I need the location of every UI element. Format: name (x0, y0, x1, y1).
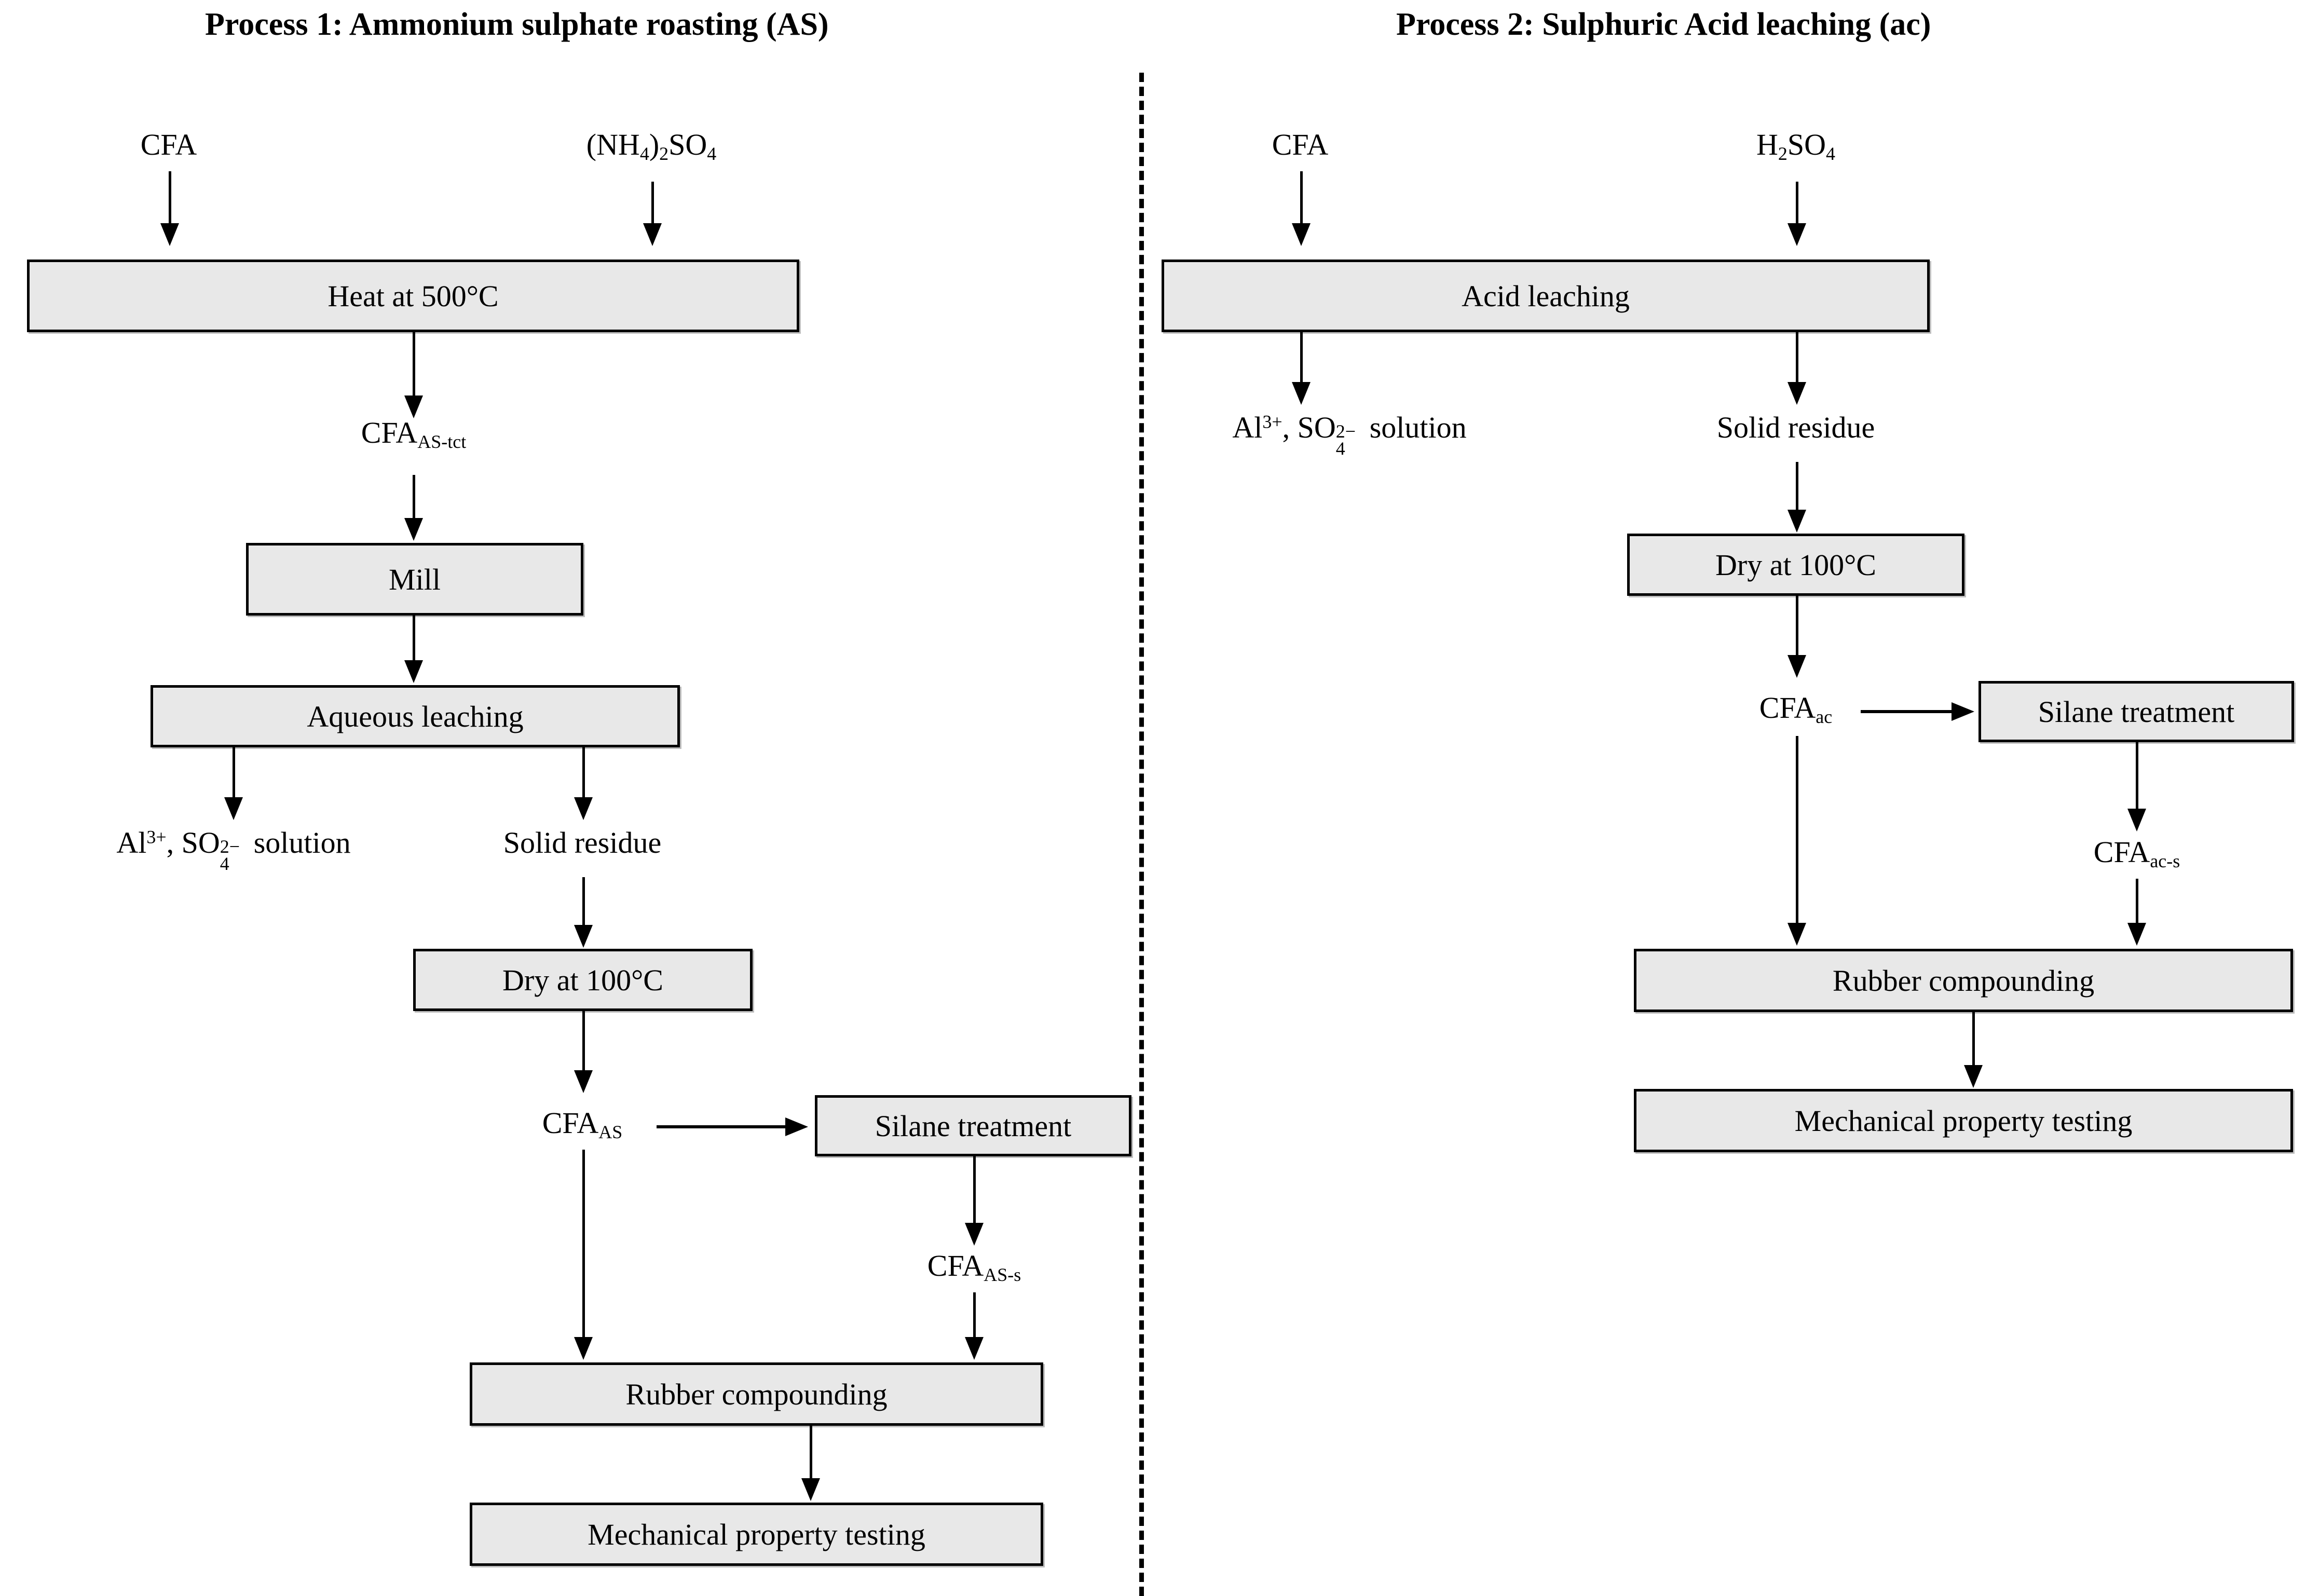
formula-cfa-ac-s: CFAac-s (2093, 835, 2180, 872)
p1-line-cfaas-to-rubber (582, 1150, 585, 1339)
p2-arrowhead-rubber-to-testing (1964, 1065, 1983, 1088)
p1-box-silane-treatment[interactable]: Silane treatment (815, 1095, 1131, 1156)
p2-line-h2so4-to-acid (1796, 182, 1798, 226)
p2-box-acid-leaching[interactable]: Acid leaching (1162, 260, 1930, 332)
p1-stream-cfa-as-tct: CFAAS-tct (361, 415, 466, 453)
p2-arrowhead-dry-to-cfaac (1788, 655, 1806, 678)
p2-box-rubber-compounding[interactable]: Rubber compounding (1634, 949, 2293, 1012)
p1-arrowhead-cfaastct-to-mill (404, 518, 423, 541)
p1-arrowhead-dry-to-cfaas (574, 1070, 593, 1093)
p2-box-dry[interactable]: Dry at 100°C (1627, 534, 1964, 596)
process-1-title: Process 1: Ammonium sulphate roasting (A… (205, 7, 829, 42)
formula-cfa-as: CFAAS (542, 1106, 623, 1143)
p2-arrowhead-cfa-to-acid (1292, 223, 1311, 246)
p2-stream-cfa-ac-s: CFAac-s (2094, 835, 2180, 872)
p1-box-mill[interactable]: Mill (246, 543, 583, 616)
p1-arrowhead-cfa-to-heat (160, 223, 179, 246)
p2-stream-solid-residue: Solid residue (1716, 411, 1875, 444)
p1-stream-cfa-as-s: CFAAS-s (927, 1248, 1021, 1286)
p2-arrowhead-residue-to-dry (1788, 510, 1806, 533)
formula-cfa-as-tct: CFAAS-tct (361, 416, 467, 453)
p1-arrowhead-aqueous-to-solution (224, 797, 243, 820)
p1-arrowhead-cfaass-to-rubber (965, 1337, 984, 1360)
p1-line-as-to-heat (651, 182, 654, 226)
p1-arrowhead-silane-to-cfaass (965, 1223, 984, 1246)
formula-cfa-ac: CFAac (1759, 691, 1833, 728)
p1-box-mechanical-testing[interactable]: Mechanical property testing (470, 1503, 1043, 1566)
p2-arrowhead-acid-to-solution (1292, 382, 1311, 405)
p1-line-mill-to-aqueous (413, 616, 415, 662)
p1-arrowhead-as-to-heat (643, 223, 662, 246)
p1-line-residue-to-dry (582, 877, 585, 926)
p1-box-aqueous-leaching[interactable]: Aqueous leaching (151, 685, 680, 747)
formula-h2so4: H2SO4 (1756, 128, 1836, 165)
p2-stream-cfa-ac: CFAac (1759, 690, 1832, 728)
p1-line-cfa-to-heat (169, 171, 171, 226)
formula-nh4-2so4: (NH4)2SO4 (586, 128, 717, 165)
p2-arrowhead-cfaac-to-silane (1952, 702, 1974, 721)
p1-box-dry[interactable]: Dry at 100°C (413, 949, 753, 1011)
p2-box-silane-treatment[interactable]: Silane treatment (1978, 681, 2294, 742)
p2-arrowhead-h2so4-to-acid (1788, 223, 1806, 246)
p1-line-silane-to-cfaass (973, 1156, 976, 1226)
p1-box-rubber-compounding[interactable]: Rubber compounding (470, 1362, 1043, 1426)
p2-line-cfaac-to-silane (1861, 710, 1954, 713)
p1-arrowhead-cfaas-to-silane (785, 1117, 808, 1136)
p2-arrowhead-silane-to-cfaacs (2127, 809, 2146, 831)
p2-box-mechanical-testing[interactable]: Mechanical property testing (1634, 1089, 2293, 1152)
p2-input-sulphuric-acid: H2SO4 (1756, 127, 1835, 165)
p1-line-dry-to-cfaas (582, 1011, 585, 1073)
p1-input-cfa: CFA (140, 128, 197, 161)
p2-line-rubber-to-testing (1972, 1012, 1975, 1067)
p1-line-rubber-to-testing (810, 1426, 812, 1480)
p1-arrowhead-heat-to-cfaastct (404, 395, 423, 418)
p1-line-cfaas-to-silane (657, 1125, 789, 1128)
p1-arrowhead-cfaas-to-rubber (574, 1337, 593, 1360)
p2-arrowhead-cfaac-to-rubber (1788, 923, 1806, 946)
formula-cfa-as-s: CFAAS-s (927, 1249, 1021, 1286)
process-divider (1139, 73, 1144, 1596)
p1-line-aqueous-to-solution (233, 747, 235, 799)
p2-line-cfaacs-to-rubber (2136, 879, 2138, 925)
p2-line-dry-to-cfaac (1796, 596, 1798, 658)
p2-input-cfa: CFA (1272, 128, 1329, 161)
p2-line-cfaac-to-rubber (1796, 736, 1798, 925)
p2-arrowhead-acid-to-residue (1788, 382, 1806, 405)
p1-arrowhead-residue-to-dry (574, 925, 593, 948)
p1-line-cfaastct-to-mill (413, 475, 415, 519)
p2-line-silane-to-cfaacs (2136, 742, 2138, 812)
p2-arrowhead-cfaacs-to-rubber (2127, 923, 2146, 946)
process-2-title: Process 2: Sulphuric Acid leaching (ac) (1396, 7, 1931, 42)
p2-line-cfa-to-acid (1300, 171, 1303, 226)
p1-box-heat[interactable]: Heat at 500°C (27, 260, 799, 332)
p1-arrowhead-rubber-to-testing (801, 1478, 820, 1501)
p1-stream-solid-residue: Solid residue (503, 826, 662, 860)
p1-arrowhead-aqueous-to-residue (574, 797, 593, 820)
p1-line-aqueous-to-residue (582, 747, 585, 799)
p2-line-acid-to-solution (1300, 332, 1303, 384)
p1-arrowhead-mill-to-aqueous (404, 660, 423, 683)
p2-line-acid-to-residue (1796, 332, 1798, 384)
p1-stream-cfa-as: CFAAS (542, 1106, 623, 1143)
p1-input-ammonium-sulphate: (NH4)2SO4 (586, 127, 717, 165)
p1-line-heat-to-cfaastct (413, 332, 415, 400)
p2-line-residue-to-dry (1796, 462, 1798, 511)
p1-line-cfaass-to-rubber (973, 1292, 976, 1339)
